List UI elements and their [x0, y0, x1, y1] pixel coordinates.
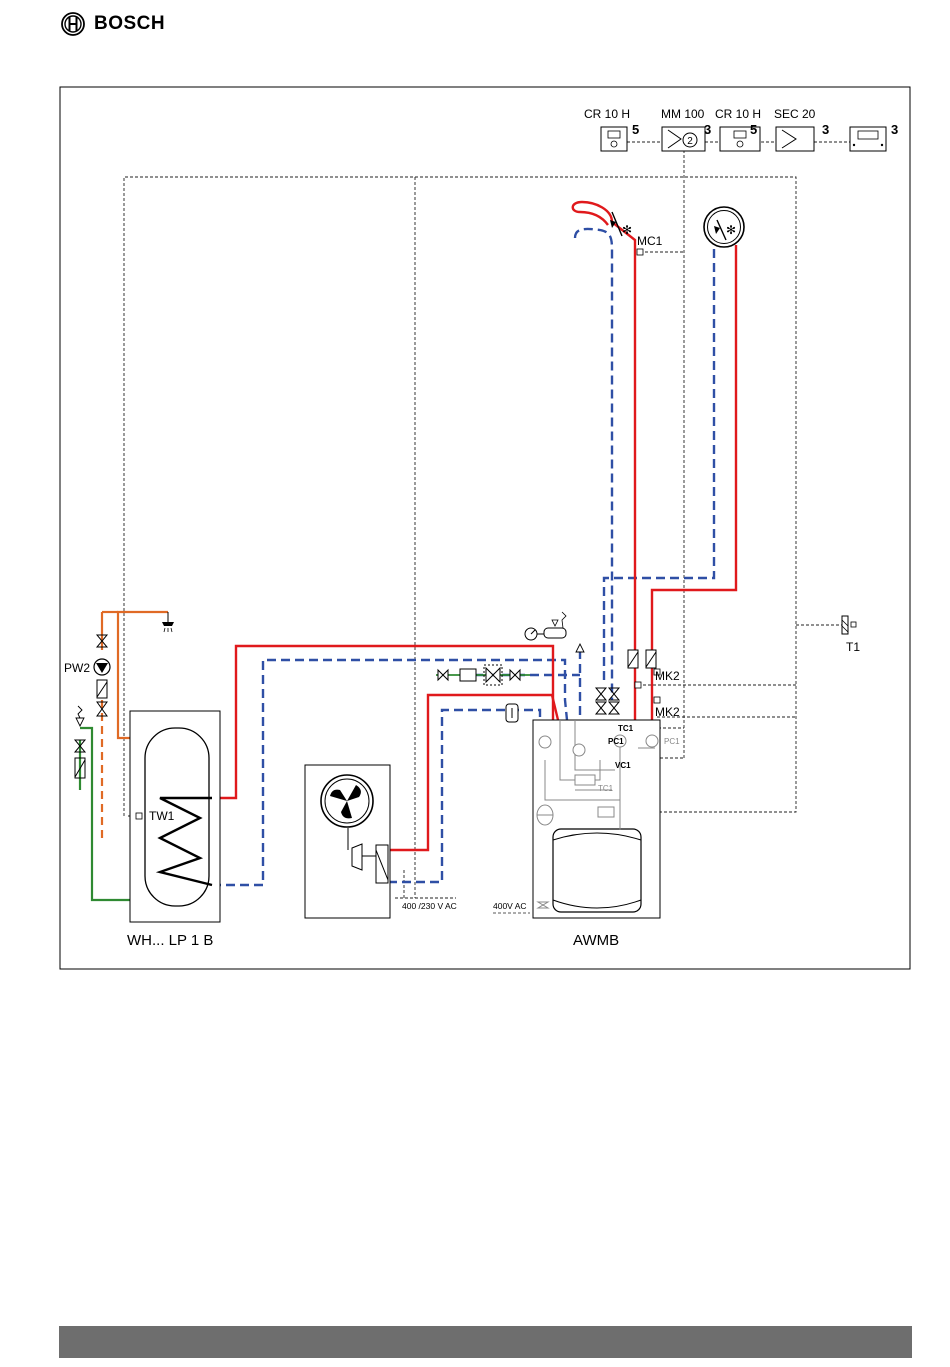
indoor-unit-label: AWMB [573, 932, 619, 949]
sec20-label: SEC 20 [774, 107, 816, 121]
control-cr10h-a[interactable] [601, 127, 627, 151]
control-user-interface[interactable] [850, 127, 886, 151]
pw2-label: PW2 [64, 661, 90, 675]
control-sec20[interactable] [776, 127, 814, 151]
indoor-voltage-label: 400V AC [493, 901, 527, 911]
footer-bar [59, 1326, 912, 1358]
mk2-label-b: MK2 [655, 705, 680, 719]
snowflake-icon: ✻ [622, 223, 632, 237]
mk2-sensor-icon [635, 682, 641, 688]
tw1-sensor-icon [136, 813, 142, 819]
mc1-label: MC1 [637, 234, 663, 248]
tw1-label: TW1 [149, 809, 175, 823]
tank-label: WH... LP 1 B [127, 932, 213, 949]
cr10h-a-num: 5 [632, 122, 639, 137]
pc1-label-a: PC1 [608, 737, 624, 746]
cr10h-b-num: 5 [750, 122, 757, 137]
outdoor-unit [305, 765, 390, 918]
heater-icon [598, 807, 614, 817]
fan-coil-unit: ✻ [704, 207, 744, 247]
vc1-label: VC1 [615, 761, 631, 770]
hot-water-tank [130, 711, 220, 922]
pump-icon [94, 659, 110, 675]
mm100-label: MM 100 [661, 107, 705, 121]
pc1-label-b: PC1 [664, 737, 680, 746]
cold-water-pipes [80, 728, 130, 900]
air-vent-icon [576, 644, 584, 652]
control-mm100[interactable] [662, 127, 705, 151]
mk2-sensor-icon [654, 697, 660, 703]
valve-icon [596, 688, 619, 714]
snowflake-icon: ✻ [726, 223, 736, 237]
ui-num: 3 [891, 122, 898, 137]
shower-icon [162, 612, 174, 632]
filling-valve-group [436, 665, 530, 685]
tc1-label-b: TC1 [598, 784, 614, 793]
mc1-sensor-icon [637, 249, 643, 255]
mm100-circuit: 2 [687, 136, 693, 147]
sec20-num: 3 [822, 122, 829, 137]
indoor-unit [533, 720, 660, 918]
flow-sensor-icon [628, 650, 656, 668]
mm100-num: 3 [704, 122, 711, 137]
cr10h-b-label: CR 10 H [715, 107, 761, 121]
floor-heating-icon: ✻ [610, 212, 632, 237]
safety-valve-icon [76, 706, 84, 726]
cr10h-a-label: CR 10 H [584, 107, 630, 121]
control-wiring [124, 142, 850, 898]
t1-label: T1 [846, 640, 860, 654]
mk2-label-a: MK2 [655, 669, 680, 683]
strainer-icon [506, 704, 518, 722]
plate-heat-exchanger-icon [575, 775, 595, 785]
outdoor-voltage-label: 400 /230 V AC [402, 901, 457, 911]
expansion-vessel-icon [537, 805, 553, 825]
outdoor-sensor-icon [842, 616, 856, 634]
tc1-label-a: TC1 [618, 724, 634, 733]
gauge-icon [525, 612, 566, 640]
